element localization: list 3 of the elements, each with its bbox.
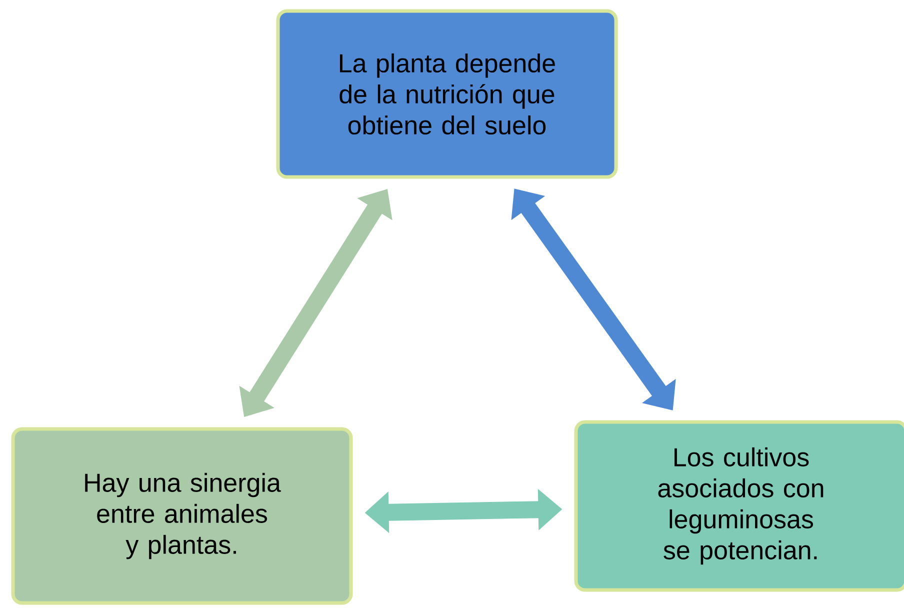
text-box: Hay una sinergia entre animales y plantas. (11, 427, 353, 605)
text-box: La planta depende de la nutrición que obtiene del suelo (276, 9, 618, 179)
text-box: Los cultivos asociados con leguminosas se potencian. (574, 420, 904, 592)
